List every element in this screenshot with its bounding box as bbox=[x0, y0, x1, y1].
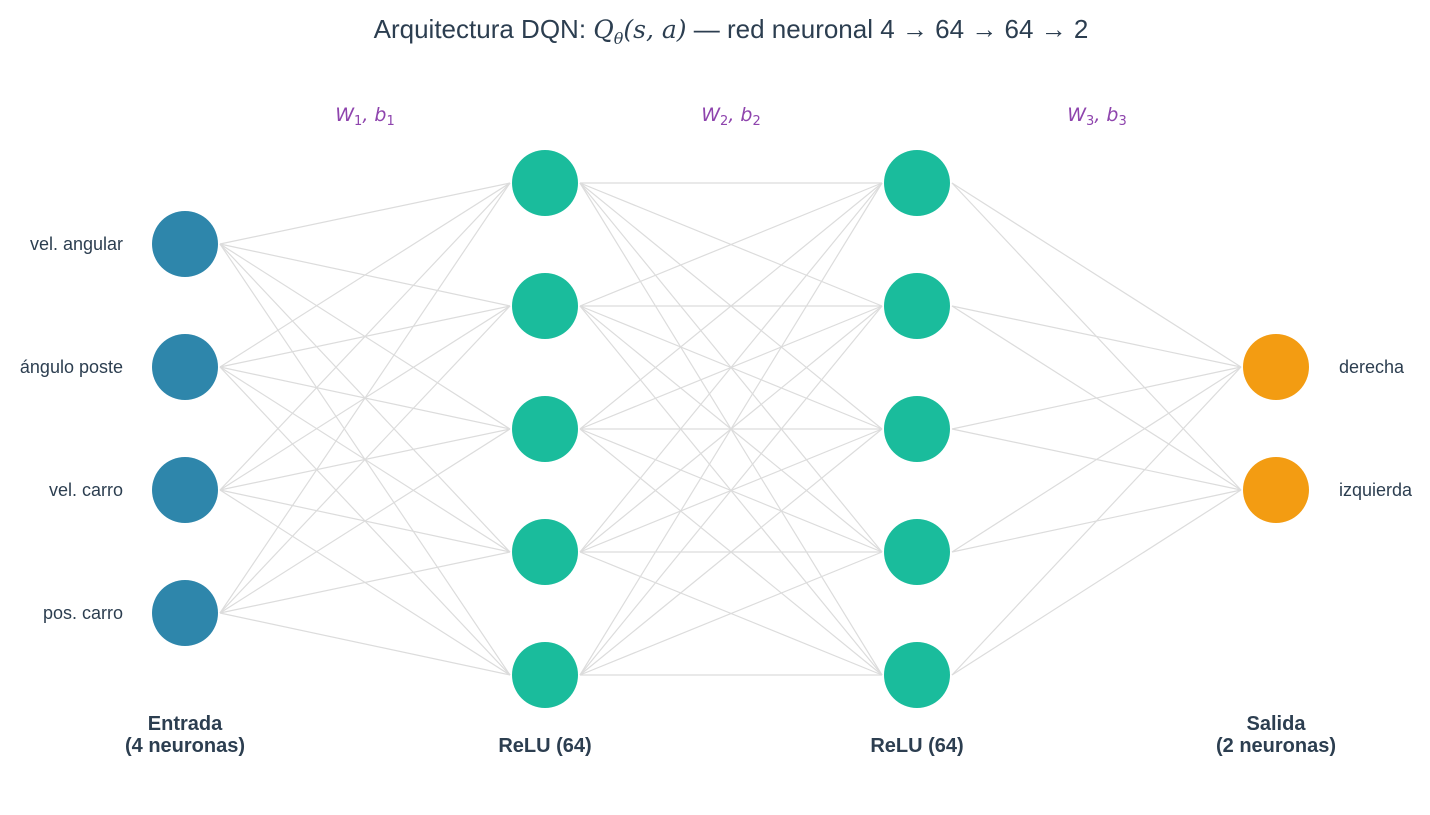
layer-label-output: Salida bbox=[1247, 713, 1307, 735]
weight-label-3: W3, b3 bbox=[1067, 104, 1127, 129]
connection-l1-3-0 bbox=[579, 182, 883, 553]
hidden-neuron-2-4 bbox=[884, 642, 950, 708]
output-labels: derecha izquierda bbox=[1339, 357, 1413, 500]
connection-l0-3-0 bbox=[219, 182, 511, 614]
output-label-izquierda: izquierda bbox=[1339, 480, 1413, 500]
weight-label-1: W1, b1 bbox=[335, 104, 395, 129]
layer-label-output-count: (2 neuronas) bbox=[1216, 735, 1336, 757]
connection-l2-2-0 bbox=[951, 366, 1242, 430]
title-args: (s, a) bbox=[623, 15, 686, 44]
connection-l1-2-0 bbox=[579, 182, 883, 430]
connection-l0-1-0 bbox=[219, 182, 511, 368]
layer-label-input-count: (4 neuronas) bbox=[125, 735, 245, 757]
connection-l0-2-0 bbox=[219, 182, 511, 491]
input-neuron-0-3 bbox=[152, 580, 218, 646]
input-neuron-0-0 bbox=[152, 211, 218, 277]
connection-l2-0-0 bbox=[951, 182, 1242, 368]
input-label-vel-carro: vel. carro bbox=[49, 480, 123, 500]
hidden-neuron-1-2 bbox=[512, 396, 578, 462]
output-label-derecha: derecha bbox=[1339, 357, 1405, 377]
connection-l1-4-1 bbox=[579, 305, 883, 676]
neurons bbox=[152, 150, 1309, 708]
connection-l1-4-2 bbox=[579, 428, 883, 676]
connection-l1-4-3 bbox=[579, 551, 883, 676]
connection-l0-0-0 bbox=[219, 182, 511, 245]
connection-l2-3-0 bbox=[951, 366, 1242, 553]
title-suffix: — red neuronal 4 → 64 → 64 → 2 bbox=[687, 14, 1089, 44]
connections bbox=[219, 182, 1242, 676]
connection-l0-3-1 bbox=[219, 305, 511, 614]
connection-l2-4-1 bbox=[951, 489, 1242, 676]
connection-l0-3-3 bbox=[219, 551, 511, 614]
output-neuron-3-0 bbox=[1243, 334, 1309, 400]
layer-label-input: Entrada bbox=[148, 713, 223, 735]
hidden-neuron-2-2 bbox=[884, 396, 950, 462]
input-label-angulo-poste: ángulo poste bbox=[20, 357, 123, 377]
hidden-neuron-2-3 bbox=[884, 519, 950, 585]
connection-l1-1-0 bbox=[579, 182, 883, 307]
title-prefix: Arquitectura DQN: bbox=[374, 14, 594, 44]
output-neuron-3-1 bbox=[1243, 457, 1309, 523]
connection-l0-3-4 bbox=[219, 612, 511, 676]
connection-l0-3-2 bbox=[219, 428, 511, 614]
input-label-vel-angular: vel. angular bbox=[30, 234, 123, 254]
input-labels: vel. angular ángulo poste vel. carro pos… bbox=[20, 234, 123, 623]
title-q: Q bbox=[593, 15, 614, 44]
hidden-neuron-1-0 bbox=[512, 150, 578, 216]
input-neuron-0-1 bbox=[152, 334, 218, 400]
hidden-neuron-1-1 bbox=[512, 273, 578, 339]
connection-l2-1-0 bbox=[951, 305, 1242, 368]
input-label-pos-carro: pos. carro bbox=[43, 603, 123, 623]
hidden-neuron-2-0 bbox=[884, 150, 950, 216]
layer-labels: Entrada (4 neuronas) ReLU (64) ReLU (64)… bbox=[125, 713, 1336, 757]
input-neuron-0-2 bbox=[152, 457, 218, 523]
hidden-neuron-1-3 bbox=[512, 519, 578, 585]
weight-label-2: W2, b2 bbox=[701, 104, 761, 129]
weight-labels: W1, b1 W2, b2 W3, b3 bbox=[335, 104, 1127, 129]
hidden-neuron-1-4 bbox=[512, 642, 578, 708]
hidden-neuron-2-1 bbox=[884, 273, 950, 339]
title-theta: θ bbox=[614, 29, 624, 48]
connection-l1-4-0 bbox=[579, 182, 883, 676]
diagram-title: Arquitectura DQN: Qθ(s, a) — red neurona… bbox=[374, 14, 1089, 48]
layer-label-hidden-1: ReLU (64) bbox=[498, 735, 591, 757]
connection-l2-4-0 bbox=[951, 366, 1242, 676]
layer-label-hidden-2: ReLU (64) bbox=[870, 735, 963, 757]
